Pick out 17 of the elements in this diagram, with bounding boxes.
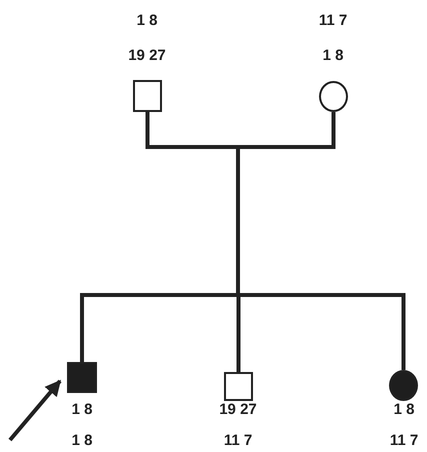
allele-label: 1 8 <box>70 401 94 419</box>
affected-female-symbol <box>389 370 418 401</box>
allele-label: 19 27 <box>218 401 258 419</box>
pedigree-line <box>236 112 406 370</box>
allele-label: 1 8 <box>322 47 344 65</box>
allele-label: 11 7 <box>318 12 348 30</box>
affected-male-symbol <box>67 362 97 393</box>
female-symbol <box>319 81 348 112</box>
allele-label: 1 8 <box>392 401 416 419</box>
male-symbol <box>224 372 253 401</box>
allele-label: 11 7 <box>222 432 254 450</box>
male-symbol <box>133 80 162 112</box>
pointer-arrow <box>8 380 62 442</box>
allele-label: 19 27 <box>127 47 167 65</box>
allele-label: 11 7 <box>388 432 420 450</box>
allele-label: 1 8 <box>70 432 94 450</box>
allele-label: 1 8 <box>136 12 158 30</box>
